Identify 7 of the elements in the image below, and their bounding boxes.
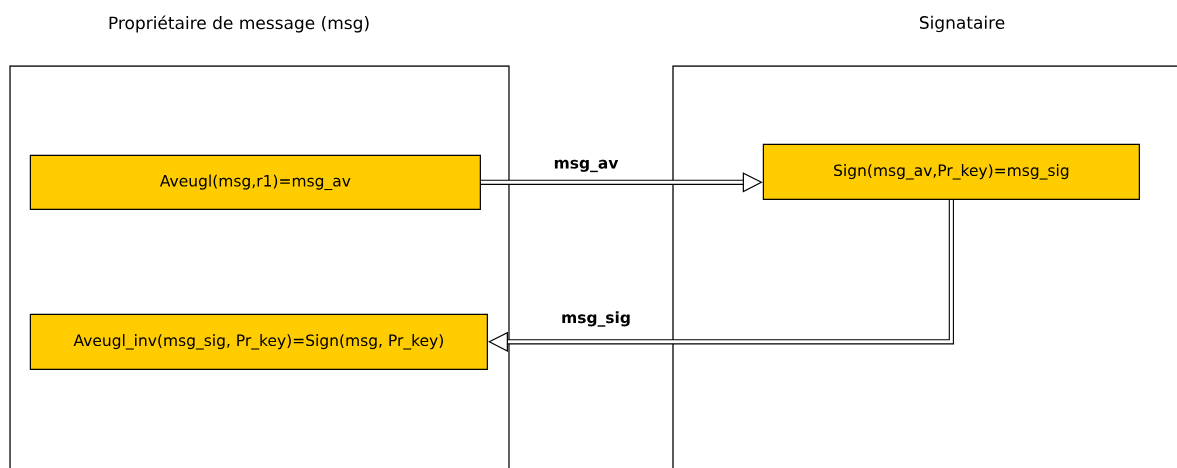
lane-heading: Signataire [919, 15, 1005, 33]
edge-label: msg_av [554, 159, 619, 173]
process-box: Aveugl(msg,r1)=msg_av [29, 154, 481, 210]
edge-label: msg_sig [562, 311, 630, 327]
lane-heading: Propriétaire de message (msg) [109, 15, 369, 33]
process-box: Sign(msg_av,Pr_key)=msg_sig [762, 143, 1140, 200]
process-box: Aveugl_inv(msg_sig, Pr_key)=Sign(msg, Pr_key) [29, 313, 488, 370]
